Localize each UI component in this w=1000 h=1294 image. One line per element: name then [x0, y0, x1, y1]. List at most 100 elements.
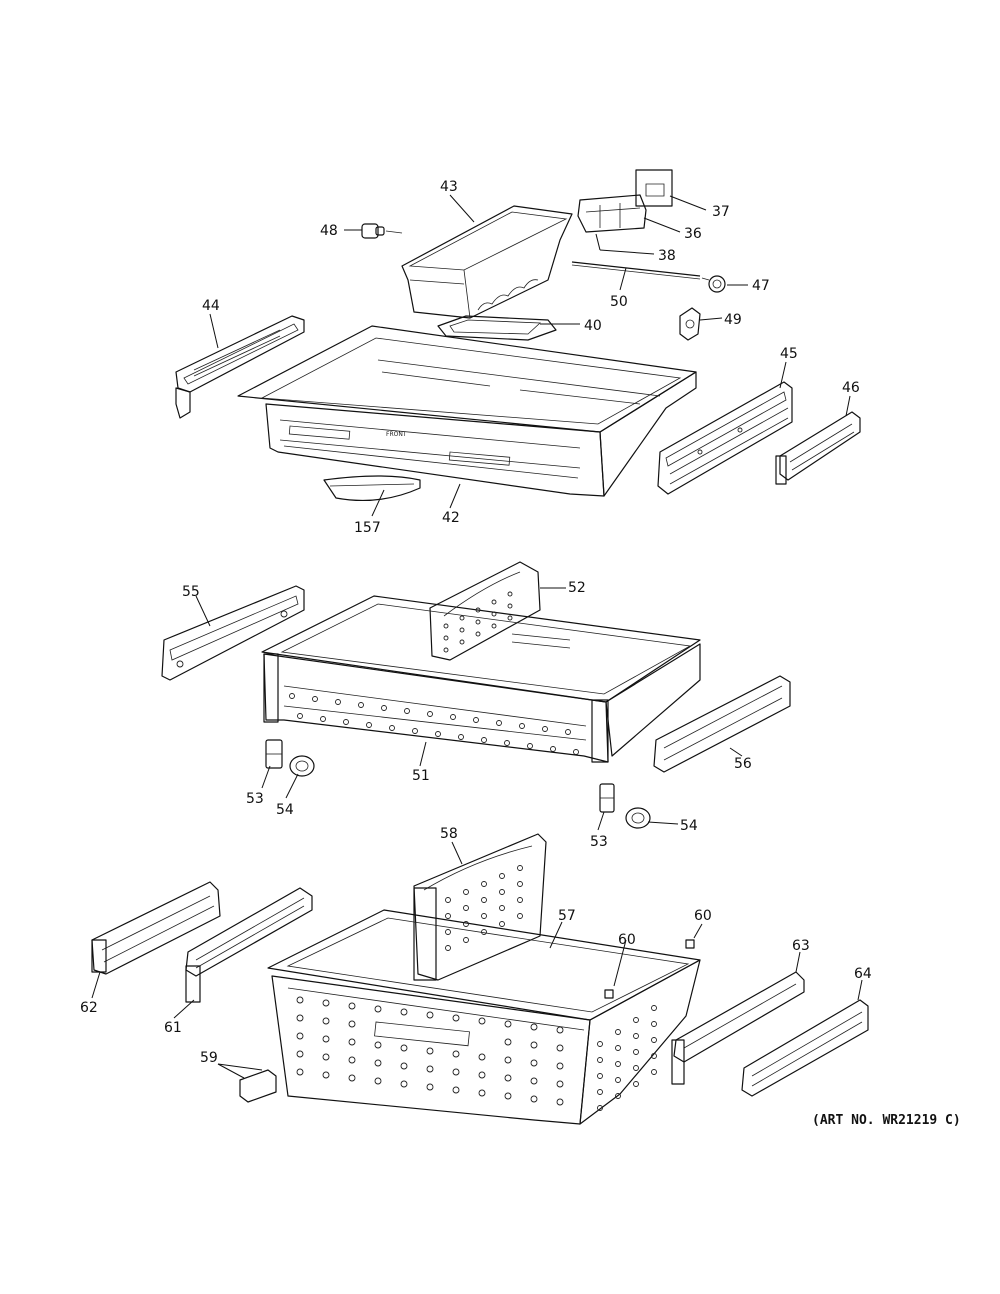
callout-63: 63: [792, 938, 810, 954]
callout-54-right: 54: [680, 818, 698, 834]
callout-49: 49: [724, 312, 742, 328]
perforation-hole: [475, 607, 481, 613]
perforation-hole: [443, 647, 449, 653]
art-number: (ART NO. WR21219 C): [812, 1113, 961, 1128]
callout-57: 57: [558, 908, 576, 924]
perforation-hole: [651, 1053, 657, 1059]
part-61-slide-rail: [185, 887, 313, 1003]
part-62-slide-rail: [91, 881, 221, 975]
perforation-hole: [426, 1047, 434, 1055]
perforation-hole: [615, 1029, 621, 1035]
perforation-hole: [507, 591, 513, 597]
perforation-hole: [556, 1044, 564, 1052]
perforation-hole: [443, 635, 449, 641]
callout-59: 59: [200, 1050, 218, 1066]
perforation-hole: [400, 1062, 408, 1070]
callout-37: 37: [712, 204, 730, 220]
perforation-hole: [400, 1044, 408, 1052]
perforation-hole: [530, 1077, 538, 1085]
perforation-hole: [499, 905, 505, 911]
perforation-hole: [517, 865, 523, 871]
part-47-end-cap: [701, 275, 726, 293]
perforation-hole: [348, 1074, 356, 1082]
perforation-hole: [452, 1014, 460, 1022]
perforation-hole: [322, 999, 330, 1007]
part-43-upper-bin: [401, 205, 573, 319]
perforation-hole: [348, 1038, 356, 1046]
perforation-hole: [530, 1023, 538, 1031]
perforation-hole: [404, 708, 410, 714]
perforation-hole: [597, 1041, 603, 1047]
perforation-hole: [445, 945, 451, 951]
perforation-hole: [517, 913, 523, 919]
perforation-hole: [463, 921, 469, 927]
part-45-slide-rail: [657, 381, 793, 495]
perforation-hole: [445, 913, 451, 919]
part-40-tray: [437, 315, 557, 341]
perforation-hole: [651, 1005, 657, 1011]
part-55-slide-rail: [161, 585, 305, 681]
perforation-hole: [374, 1041, 382, 1049]
front-label: FRONT: [386, 431, 407, 438]
callout-50: 50: [610, 294, 628, 310]
perforation-hole: [427, 711, 433, 717]
perforation-hole: [507, 603, 513, 609]
part-42-main-drawer: FRONT: [237, 325, 697, 497]
perforation-hole: [504, 1092, 512, 1100]
perforation-hole: [297, 713, 303, 719]
perforation-hole: [556, 1080, 564, 1088]
perforation-hole: [633, 1081, 639, 1087]
perforation-holes: [289, 591, 657, 1111]
perforation-hole: [504, 1038, 512, 1046]
perforation-hole: [322, 1035, 330, 1043]
part-64-rack: [741, 999, 869, 1097]
part-51-middle-drawer: [261, 595, 701, 763]
perforation-hole: [491, 599, 497, 605]
perforation-hole: [651, 1021, 657, 1027]
perforation-hole: [458, 734, 464, 740]
perforation-hole: [322, 1053, 330, 1061]
perforation-hole: [542, 726, 548, 732]
perforation-hole: [651, 1037, 657, 1043]
perforation-hole: [335, 699, 341, 705]
part-50-rod: [571, 261, 701, 280]
part-59-clip: [239, 1069, 277, 1103]
part-54-wheel-right: [625, 807, 651, 829]
perforation-hole: [504, 1056, 512, 1064]
perforation-hole: [496, 720, 502, 726]
perforation-hole: [348, 1020, 356, 1028]
perforation-hole: [633, 1033, 639, 1039]
callout-42: 42: [442, 510, 460, 526]
perforation-hole: [296, 1068, 304, 1076]
perforation-hole: [452, 1050, 460, 1058]
perforation-hole: [615, 1093, 621, 1099]
perforation-hole: [463, 905, 469, 911]
perforation-hole: [550, 746, 556, 752]
perforation-hole: [381, 705, 387, 711]
perforation-hole: [475, 619, 481, 625]
perforation-hole: [348, 1002, 356, 1010]
perforation-hole: [459, 639, 465, 645]
perforation-hole: [517, 897, 523, 903]
perforation-hole: [481, 913, 487, 919]
callout-43: 43: [440, 179, 458, 195]
perforation-hole: [374, 1059, 382, 1067]
perforation-hole: [400, 1080, 408, 1088]
perforation-hole: [452, 1068, 460, 1076]
part-54-wheel-left: [289, 755, 315, 777]
perforation-hole: [289, 693, 295, 699]
perforation-hole: [475, 631, 481, 637]
perforation-hole: [459, 627, 465, 633]
part-53-clip-left: [265, 739, 283, 769]
perforation-hole: [517, 881, 523, 887]
part-49-knob: [679, 307, 701, 341]
callout-64: 64: [854, 966, 872, 982]
perforation-hole: [491, 611, 497, 617]
perforation-hole: [478, 1017, 486, 1025]
perforation-hole: [445, 929, 451, 935]
top-assembly: FRONT: [175, 169, 861, 502]
perforation-hole: [615, 1045, 621, 1051]
callout-46: 46: [842, 380, 860, 396]
perforation-hole: [400, 1008, 408, 1016]
perforation-hole: [499, 921, 505, 927]
